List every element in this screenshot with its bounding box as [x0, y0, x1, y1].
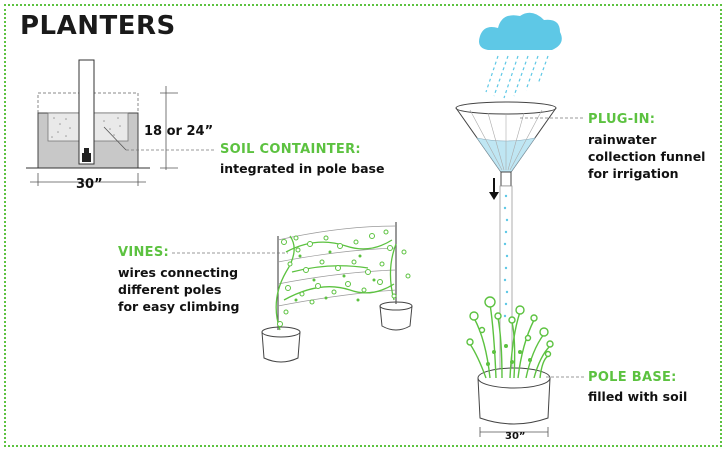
- soil-height-dimension: 18 or 24”: [144, 124, 214, 139]
- dotted-frame: [4, 4, 722, 447]
- irrigation-pole: [499, 185, 513, 387]
- plugin-line-2: collection funnel: [588, 149, 706, 164]
- soil-container-heading: SOIL CONTAINTER:: [220, 142, 361, 157]
- rainwater-funnel: [455, 101, 584, 200]
- soil-container-description: integrated in pole base: [220, 161, 385, 176]
- plugin-heading: PLUG-IN:: [588, 112, 656, 127]
- page-title: PLANTERS: [20, 11, 176, 41]
- pole-base-heading: POLE BASE:: [588, 370, 677, 385]
- plugin-line-1: rainwater: [588, 132, 657, 147]
- pole-base-planter: [466, 296, 584, 437]
- vines-heading: VINES:: [118, 245, 170, 260]
- soil-width-dimension: 30”: [76, 177, 103, 192]
- rain-cloud-icon: [479, 12, 562, 99]
- soil-container-section: [26, 59, 216, 186]
- vines-line-3: for easy climbing: [118, 299, 240, 314]
- vines-line-2: different poles: [118, 282, 222, 297]
- vines-line-1: wires connecting: [118, 265, 239, 280]
- vines-structure: [172, 222, 413, 363]
- plugin-line-3: for irrigation: [588, 166, 679, 181]
- pole-base-description: filled with soil: [588, 389, 688, 404]
- pole-base-width-dimension: 30”: [505, 431, 526, 442]
